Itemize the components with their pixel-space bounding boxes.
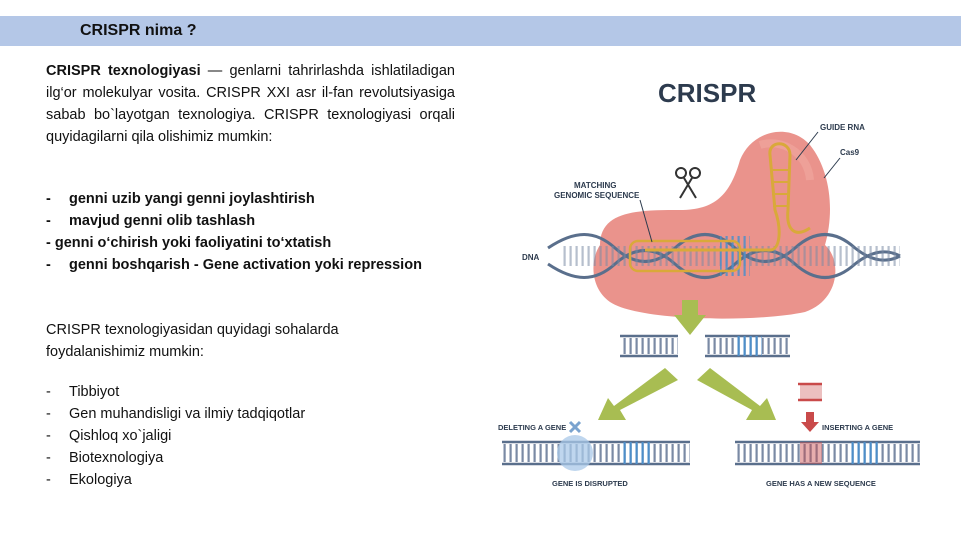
fields-list: - Tibbiyot - Gen muhandisligi va ilmiy tadq… (46, 381, 305, 491)
intro-paragraph: CRISPR texnologiyasi — genlarni tahrirla… (46, 60, 455, 148)
diagram-title: CRISPR (658, 78, 756, 108)
dna-label: DNA (522, 253, 540, 262)
field-item-text: Tibbiyot (69, 384, 120, 400)
disrupted-label: GENE IS DISRUPTED (552, 479, 628, 488)
page-title: CRISPR nima ? (80, 22, 197, 39)
fields-intro: CRISPR texnologiyasidan quyidagi sohalar… (46, 322, 339, 360)
disrupted-dna (502, 420, 690, 471)
insert-gene (798, 382, 822, 432)
ability-item-text: - genni o‘chirish yoki faoliyatini to‘xt… (46, 235, 332, 251)
intro-text: — genlarni tahrirlashda ishlatiladigan i… (46, 63, 455, 145)
field-item: - Qishloq xo`jaligi (46, 425, 305, 447)
list-dash: - (46, 384, 51, 400)
new-sequence-dna (735, 440, 920, 466)
field-item: - Ekologiya (46, 469, 305, 491)
field-item-text: Gen muhandisligi va ilmiy tadqiqotlar (69, 406, 306, 422)
field-item: - Tibbiyot (46, 381, 305, 403)
ability-item: - genni boshqarish - Gene activation yoki… (46, 254, 422, 276)
list-dash: - (46, 472, 51, 488)
ability-item-text: mavjud genni olib tashlash (69, 213, 256, 229)
title-bar: CRISPR nima ? (0, 16, 961, 46)
field-item: - Biotexnologiya (46, 447, 305, 469)
ability-item-text: genni uzib yangi genni joylashtirish (69, 191, 315, 207)
deleting-label: DELETING A GENE (498, 423, 566, 432)
crispr-illustration: CRISPR GUIDE RNA Cas9 MATCHING GENOMIC S… (498, 78, 920, 488)
ability-item: - mavjud genni olib tashlash (46, 210, 422, 232)
intro-term: CRISPR texnologiyasi (46, 63, 201, 79)
dna-helix (547, 233, 901, 279)
list-dash: - (46, 213, 51, 229)
guide-rna (645, 142, 811, 252)
list-dash: - (46, 191, 51, 207)
field-item-text: Ekologiya (69, 472, 132, 488)
field-item: - Gen muhandisligi va ilmiy tadqiqotlar (46, 403, 305, 425)
abilities-list: - genni uzib yangi genni joylashtirish - ma… (46, 188, 422, 276)
right-arrow (697, 368, 776, 420)
cas9-label: Cas9 (840, 148, 860, 157)
cut-dna (620, 334, 790, 358)
list-dash: - (46, 450, 51, 466)
ability-item: - genni o‘chirish yoki faoliyatini to‘xt… (46, 232, 422, 254)
ability-item-text: genni boshqarish - Gene activation yoki … (69, 257, 422, 273)
list-dash: - (46, 406, 51, 422)
down-arrow (674, 300, 706, 335)
field-item-text: Biotexnologiya (69, 450, 164, 466)
matching-label-1: MATCHING (574, 181, 617, 190)
ability-item: - genni uzib yangi genni joylashtirish (46, 188, 422, 210)
left-arrow (598, 368, 678, 420)
matching-label-2: GENOMIC SEQUENCE (554, 191, 640, 200)
new-sequence-label: GENE HAS A NEW SEQUENCE (766, 479, 876, 488)
list-dash: - (46, 257, 51, 273)
list-dash: - (46, 428, 51, 444)
guide-rna-label: GUIDE RNA (820, 123, 865, 132)
scissors-icon (675, 167, 701, 199)
inserting-label: INSERTING A GENE (822, 423, 893, 432)
field-item-text: Qishloq xo`jaligi (69, 428, 172, 444)
